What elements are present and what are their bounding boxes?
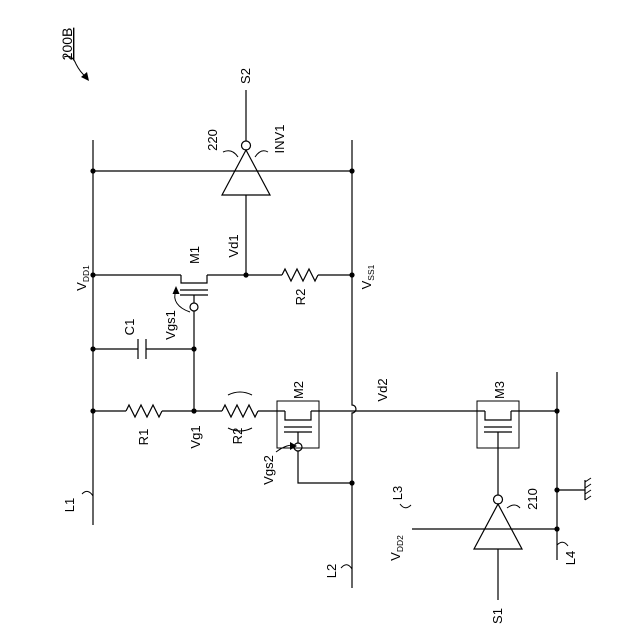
inverter-210 [474, 504, 522, 549]
leader-210 [507, 505, 520, 508]
rail-l2 [352, 140, 356, 588]
leader-l3 [400, 504, 411, 508]
junction-dot [191, 408, 196, 413]
junction-dot [554, 487, 559, 492]
vgs1-arrowhead [173, 286, 180, 294]
label-l4: L4 [563, 551, 578, 565]
label-vd1: Vd1 [226, 234, 241, 257]
junction-dot [90, 408, 95, 413]
junction-dot [191, 346, 196, 351]
label-vdd2: VDD2 [388, 535, 405, 561]
label-l1: L1 [62, 498, 77, 512]
inverter-inv1-bubble [242, 141, 251, 150]
label-r1: R1 [136, 429, 151, 446]
junction-dot [349, 168, 354, 173]
transistor-m2 [284, 411, 312, 451]
transistor-m1 [180, 275, 208, 311]
vgs1-arrow [175, 291, 190, 312]
resistor-r2-top [282, 269, 318, 281]
junction-dot [243, 272, 248, 277]
label-vg1: Vg1 [188, 425, 203, 448]
transistor-m3 [484, 411, 512, 495]
label-s2: S2 [238, 68, 253, 84]
junction-dot [554, 526, 559, 531]
junction-dot [90, 168, 95, 173]
label-210: 210 [525, 488, 540, 510]
label-l3: L3 [390, 486, 405, 500]
ground-symbol [557, 478, 591, 500]
label-vss1: VSS1 [359, 264, 376, 289]
label-r2-bottom: R2 [230, 428, 245, 445]
label-r2-top: R2 [293, 289, 308, 306]
junction-dot [90, 346, 95, 351]
junction-dot [349, 272, 354, 277]
resistor-r2-bottom [222, 405, 258, 417]
figure-label: 200B [59, 28, 75, 61]
label-m1: M1 [187, 246, 202, 264]
leader-inv1 [255, 151, 268, 157]
inverter-210-bubble [494, 495, 503, 504]
label-l2: L2 [324, 564, 339, 578]
leader-l1 [82, 491, 93, 496]
junction-dot [90, 272, 95, 277]
leader-l4 [557, 542, 568, 546]
wire-m2-gate-l2 [298, 451, 352, 483]
inverter-inv1 [222, 150, 270, 195]
junction-dot [554, 408, 559, 413]
label-vgs1: Vgs1 [163, 310, 178, 340]
label-m3: M3 [492, 381, 507, 399]
junction-dot [349, 480, 354, 485]
label-vdd1: VDD1 [74, 265, 91, 291]
r2-bracket-left [228, 392, 252, 395]
label-c1: C1 [122, 319, 137, 336]
resistor-r1 [126, 405, 162, 417]
label-m2: M2 [291, 381, 306, 399]
leader-220 [223, 151, 238, 157]
label-vgs2: Vgs2 [261, 455, 276, 485]
leader-l2 [341, 565, 352, 569]
label-s1: S1 [490, 608, 505, 624]
label-inv1: INV1 [272, 125, 287, 154]
label-220: 220 [205, 129, 220, 151]
label-vd2: Vd2 [375, 378, 390, 401]
